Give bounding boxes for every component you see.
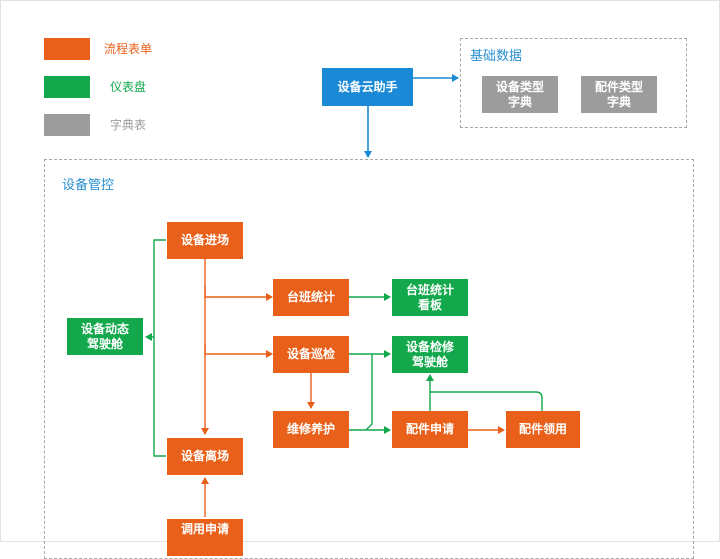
edge-parts-receive-to-repair-cockpit xyxy=(430,391,543,411)
basic-data-title: 基础数据 xyxy=(470,49,523,64)
maintenance-node: 维修养护 xyxy=(273,411,349,448)
basic-data-group xyxy=(460,38,687,128)
transfer-request-node: 调用申请 xyxy=(167,519,243,556)
legend-label-dictionary: 字典表 xyxy=(110,118,147,132)
device-control-title: 设备管控 xyxy=(62,178,115,193)
parts-receive-node: 配件领用 xyxy=(506,411,580,448)
device-type-dictionary-node: 设备类型 字典 xyxy=(482,76,558,113)
legend-label-process-form: 流程表单 xyxy=(104,42,153,56)
legend-swatch-dashboard xyxy=(44,76,90,98)
connector-lines xyxy=(145,74,543,517)
shift-statistics-board-node: 台班统计 看板 xyxy=(392,279,468,316)
edge-exit-to-cockpit xyxy=(153,337,166,457)
device-dynamic-cockpit-node: 设备动态 驾驶舱 xyxy=(67,318,143,355)
edge-entry-to-inspection xyxy=(204,344,273,358)
edge-maintenance-to-repair-cockpit xyxy=(365,354,373,431)
parts-request-node: 配件申请 xyxy=(392,411,468,448)
device-cloud-assistant-node: 设备云助手 xyxy=(322,68,413,106)
device-inspection-node: 设备巡检 xyxy=(273,336,349,373)
edge-entry-to-shift-stat xyxy=(204,286,273,301)
legend-label-dashboard: 仪表盘 xyxy=(110,80,147,94)
parts-type-dictionary-node: 配件类型 字典 xyxy=(581,76,657,113)
legend-swatch-dictionary xyxy=(44,114,90,136)
device-repair-cockpit-node: 设备检修 驾驶舱 xyxy=(392,336,468,373)
device-exit-node: 设备离场 xyxy=(167,438,243,475)
edge-entry-to-cockpit xyxy=(145,239,166,341)
shift-statistics-node: 台班统计 xyxy=(273,279,349,316)
legend-swatch-process-form xyxy=(44,38,90,60)
device-entry-node: 设备进场 xyxy=(167,222,243,259)
